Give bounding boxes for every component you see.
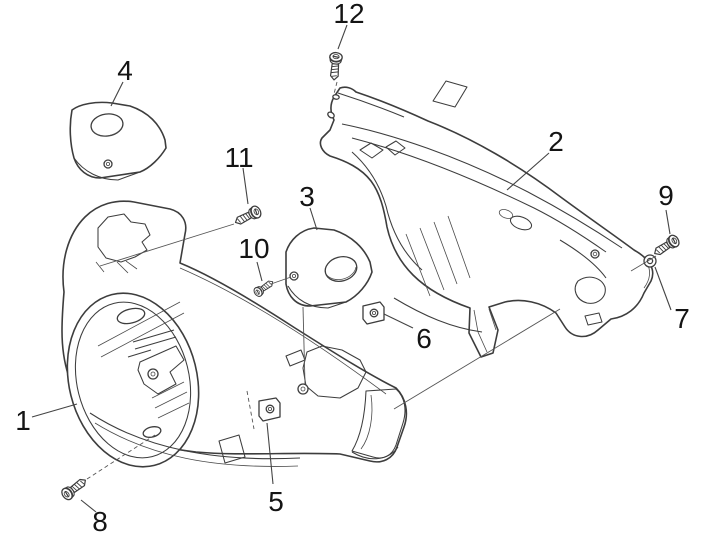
front-cover-step-lines (151, 381, 190, 419)
callout-label-7: 7 (674, 303, 690, 334)
rear-cover-opening-square (432, 80, 468, 108)
leader-8 (80, 499, 97, 513)
rear-cover-body (319, 86, 654, 358)
front-cover-top-edge-inner (179, 267, 387, 395)
cover3-oval-hole (324, 256, 358, 282)
clip6-hole (369, 308, 379, 318)
front-cover-end-cap-inner (360, 394, 373, 450)
front-cover-top-slot (116, 307, 146, 325)
callout-label-1: 1 (15, 405, 31, 436)
front-cover-wing-cutout (97, 213, 151, 263)
callout-label-4: 4 (117, 55, 133, 86)
clip6-hole-inner (371, 310, 376, 315)
rear-cover-bracket-notch (574, 276, 606, 304)
cover4-screw-hole (103, 159, 113, 169)
cover3-screw-hole (289, 271, 299, 281)
leader-lines (31, 24, 672, 513)
front-cover-wing-latch-lines (95, 260, 138, 274)
leader-2 (506, 152, 550, 191)
cover4-oval-lip (91, 126, 123, 137)
small-cover-3 (285, 227, 373, 309)
front-cover-notch-rect (285, 349, 306, 367)
leader-4 (110, 81, 124, 107)
cover3-skirt (287, 285, 347, 309)
callout-label-10: 10 (238, 233, 269, 264)
rear-handlebar-cover (319, 80, 654, 358)
clip-5 (258, 397, 281, 422)
rear-cover-tab-screw-hole (332, 94, 340, 100)
screw-9 (650, 232, 682, 260)
callout-labels: 1 2 3 4 5 6 7 8 9 10 11 12 (15, 0, 690, 533)
axis-cover3-to-boss (302, 306, 306, 385)
rear-cover-bracket-tab (584, 312, 603, 326)
front-cover-interior-ridges (97, 301, 185, 358)
callout-label-11: 11 (224, 142, 253, 173)
leader-7 (654, 266, 672, 311)
callout-label-9: 9 (658, 180, 674, 211)
front-cover-center-bracket (137, 345, 185, 395)
speedometer-ring-inner (74, 301, 192, 459)
clip-6 (362, 301, 385, 325)
callout-label-12: 12 (333, 0, 364, 29)
leader-5 (266, 422, 274, 485)
front-cover-bottom-slot (142, 426, 162, 438)
front-cover-boss-hole (297, 383, 309, 395)
cover3-oval-lip (325, 266, 357, 281)
leader-6 (383, 313, 414, 329)
front-cover-bottom-flap (218, 434, 246, 464)
axis-right-end-to-bracket (393, 308, 561, 410)
callout-label-6: 6 (416, 323, 432, 354)
front-cover-bracket-hole (147, 368, 159, 380)
front-cover-bottom-sweep-b (94, 422, 299, 467)
small-cover-4 (69, 101, 167, 181)
front-cover-bottom-sweep-a (89, 412, 301, 460)
screw-10 (251, 277, 276, 299)
front-cover-boss-hole-inner (300, 386, 306, 392)
axis-screw-12-dashed (333, 81, 338, 95)
leader-9 (665, 209, 671, 235)
speedometer-ring-outer (66, 292, 200, 468)
front-cover-end-cap-lip (351, 446, 399, 460)
rear-cover-bracket-curve (559, 239, 607, 279)
front-handlebar-cover (61, 200, 408, 468)
rear-cover-tab-inner-edge (337, 92, 405, 118)
leader-3 (309, 207, 318, 231)
cover4-skirt (73, 157, 141, 181)
leader-10 (256, 261, 263, 282)
screw-8 (59, 474, 90, 503)
cover4-body (69, 101, 167, 179)
axis-screw-9 (630, 255, 657, 272)
rear-cover-boss-oval (509, 215, 533, 231)
cover4-screw-hole-inner (106, 161, 111, 166)
front-cover-interior-bars (127, 329, 177, 358)
callout-label-5: 5 (268, 486, 284, 517)
rear-cover-spine-line-upper (341, 123, 623, 249)
leader-1 (31, 403, 78, 418)
rear-cover-bottom-inner-curve (393, 297, 483, 333)
callout-label-3: 3 (299, 181, 315, 212)
front-cover-bracket-hole-inner (150, 371, 156, 377)
rear-cover-ear-hole (327, 111, 335, 119)
rear-cover-spine-line-lower (351, 137, 607, 253)
rear-cover-boss-oval-small (498, 209, 514, 219)
screw-11 (232, 203, 264, 229)
clip5-hole-inner (267, 406, 272, 411)
callout-label-8: 8 (92, 506, 108, 533)
leader-12 (337, 24, 348, 50)
screw-12 (327, 51, 344, 82)
rear-cover-bracket-hole-inner (592, 251, 598, 257)
axis-screw-10 (270, 276, 292, 285)
axis-screw-11 (99, 223, 235, 267)
rear-cover-fin-lines (473, 308, 497, 353)
cover3-screw-hole-inner (291, 273, 296, 278)
clip5-hole (265, 404, 275, 414)
rear-cover-opening-a (359, 142, 384, 159)
rear-cover-opening-b (385, 140, 406, 156)
leader-11 (242, 167, 249, 205)
rear-cover-bracket-hole (590, 249, 600, 259)
callout-label-2: 2 (548, 126, 564, 157)
rear-cover-hatch-lines (405, 215, 471, 297)
rear-cover-left-inner-edge (351, 151, 423, 271)
